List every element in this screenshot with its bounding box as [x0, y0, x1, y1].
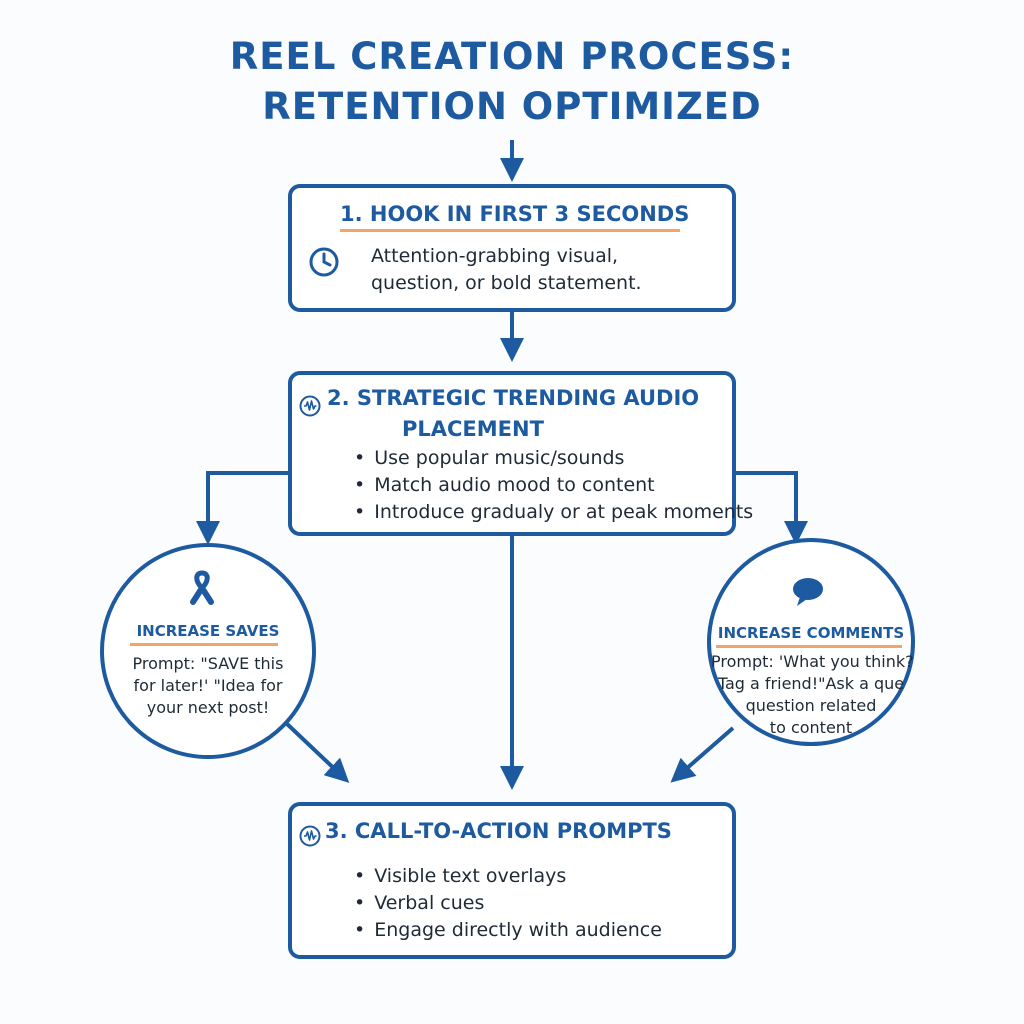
- increase-saves-underline: [130, 643, 278, 646]
- step1-heading: 1. HOOK IN FIRST 3 SECONDS: [340, 202, 690, 226]
- step1-box: [288, 184, 736, 312]
- list-item: Match audio mood to content: [354, 472, 753, 499]
- increase-comments-text-line-2: Tag a friend!"Ask a que: [717, 674, 905, 693]
- increase-comments-text-line-3: question related: [745, 696, 877, 715]
- increase-saves-heading: INCREASE SAVES: [136, 622, 280, 640]
- list-item: Use popular music/sounds: [354, 445, 753, 472]
- list-item: Introduce gradualy or at peak moments: [354, 499, 753, 526]
- increase-saves-text-line-2: for later!' "Idea for: [133, 676, 283, 695]
- step2-heading-line-2: PLACEMENT: [402, 417, 544, 441]
- step3-heading: 3. CALL-TO-ACTION PROMPTS: [325, 819, 672, 843]
- increase-comments-text-line-1: Prompt: 'What you think?: [711, 652, 914, 671]
- audio-wave-icon: [299, 825, 321, 847]
- diagram-title-line-1: REEL CREATION PROCESS:: [229, 35, 795, 78]
- arrow-comments-to-step3: [670, 726, 735, 783]
- step2-heading-line-1: 2. STRATEGIC TRENDING AUDIO: [327, 386, 700, 410]
- increase-saves-text-line-3: your next post!: [146, 698, 270, 717]
- diagram-title-line-2: RETENTION OPTIMIZED: [262, 85, 762, 128]
- step1-heading-underline: [340, 229, 680, 232]
- increase-comments-circle: [707, 538, 915, 746]
- speech-bubble-icon: [793, 578, 823, 606]
- arrow-step2-to-saves: [196, 471, 290, 545]
- step1-text-line-2: question, or bold statement.: [371, 272, 642, 294]
- increase-comments-underline: [716, 645, 902, 648]
- step3-bullet-list: Visible text overlays Verbal cues Engage…: [354, 863, 662, 944]
- list-item: Verbal cues: [354, 890, 662, 917]
- list-item: Visible text overlays: [354, 863, 662, 890]
- step2-bullet-list: Use popular music/sounds Match audio moo…: [354, 445, 753, 526]
- increase-saves-text-line-1: Prompt: "SAVE this: [132, 654, 284, 673]
- clock-icon: [309, 247, 339, 277]
- ribbon-icon: [190, 570, 214, 605]
- step1-text-line-1: Attention-grabbing visual,: [371, 245, 619, 267]
- increase-comments-text-line-4: to content: [769, 718, 853, 737]
- arrow-step2-to-comments: [736, 471, 808, 545]
- audio-wave-icon: [299, 395, 321, 417]
- increase-comments-heading: INCREASE COMMENTS: [717, 624, 905, 642]
- list-item: Engage directly with audience: [354, 917, 662, 944]
- arrow-saves-to-step3: [283, 720, 350, 783]
